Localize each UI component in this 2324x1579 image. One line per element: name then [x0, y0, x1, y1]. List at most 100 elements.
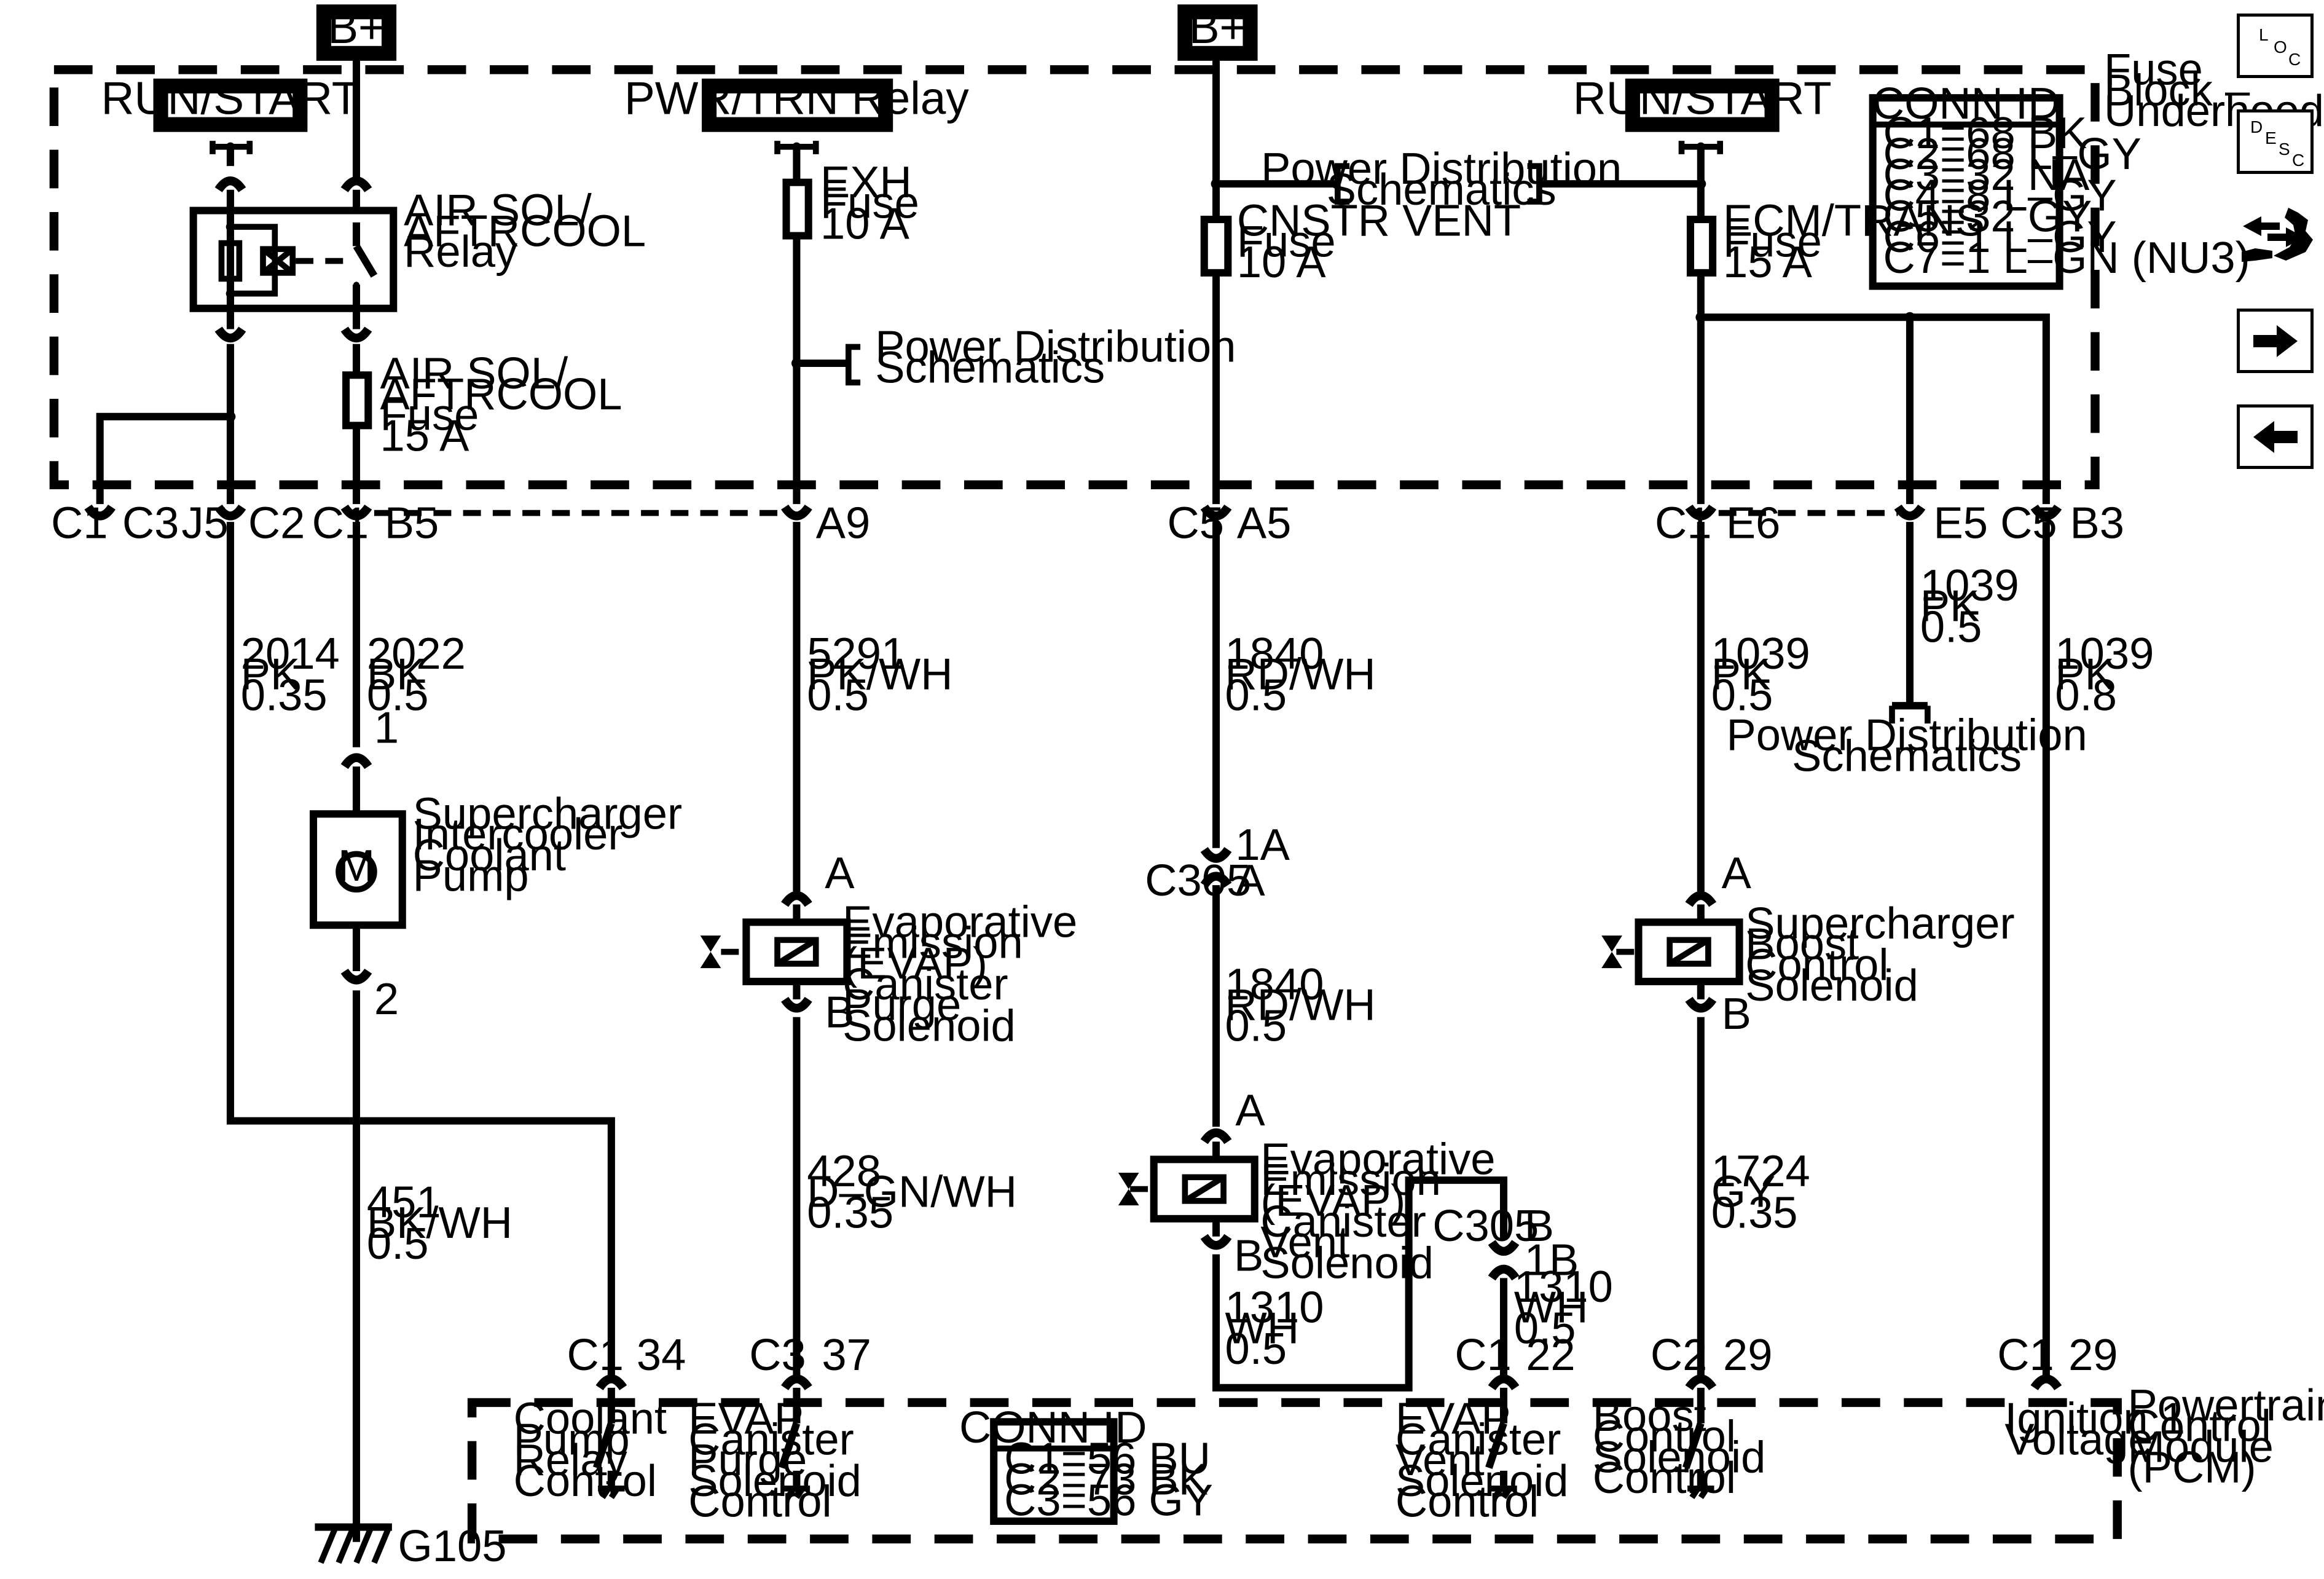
svg-text:C2: C2: [248, 498, 305, 548]
svg-text:Solenoid: Solenoid: [688, 1456, 862, 1506]
exh-fuse-label: EXH Fuse 10 A: [820, 157, 919, 249]
top-connector-labels: C1 C3 J5 C2 C1 B5 A9 C5 A5 C1 E6 E5 C5 B…: [51, 498, 2124, 548]
svg-text:451: 451: [367, 1177, 441, 1227]
air-sol-fuse-label: AIR SOL/ AFTRCOOL Fuse 15 A: [380, 348, 622, 460]
svg-text:1039: 1039: [2055, 629, 2154, 679]
svg-text:RUN/START: RUN/START: [101, 73, 359, 124]
power-distribution-ref-right: Power Distribution Schematics: [1727, 711, 2087, 781]
svg-text:Control: Control: [1593, 1412, 1736, 1462]
svg-text:Solenoid: Solenoid: [842, 1001, 1016, 1050]
connector-end-view-icon[interactable]: [2237, 202, 2317, 269]
svg-text:C3: C3: [122, 498, 179, 548]
cnstr-vent-fuse: [1200, 215, 1232, 277]
next-page-button[interactable]: [2237, 309, 2314, 373]
svg-text:Schematics: Schematics: [1792, 731, 2022, 781]
evap-purge-label: Evaporative Emission (EVAP) Canister Pur…: [842, 897, 1077, 1051]
svg-text:PK: PK: [241, 650, 300, 699]
b-plus-header-mid: B+: [1177, 1, 1258, 61]
svg-text:Fuse: Fuse: [1237, 216, 1336, 266]
svg-text:B5: B5: [385, 498, 439, 548]
pcm-boundary: [467, 1398, 2122, 1544]
svg-text:WH: WH: [1514, 1283, 1588, 1333]
svg-text:C1: C1: [312, 498, 369, 548]
relay-label: AIR SOL/ AFTRCOOL Relay: [404, 186, 646, 277]
svg-text:PK: PK: [1711, 650, 1771, 699]
conn-id-table-top: CONN ID C1=68 BK C2=68 L–GY C3=32 NA C4=…: [1869, 79, 2250, 290]
boost-control-solenoid: [1601, 904, 1739, 999]
svg-text:Canister: Canister: [842, 959, 1008, 1009]
svg-text:C2=73 BK: C2=73 BK: [1004, 1455, 1208, 1505]
svg-text:1840: 1840: [1225, 959, 1324, 1009]
svg-text:2022: 2022: [367, 629, 466, 679]
svg-text:1A: 1A: [1235, 820, 1290, 870]
svg-text:RD/WH: RD/WH: [1225, 980, 1376, 1030]
description-button[interactable]: D E S C: [2237, 109, 2314, 174]
evap-vent-solenoid: [1118, 1141, 1255, 1237]
svg-text:CONN ID: CONN ID: [959, 1403, 1147, 1452]
svg-text:CONN ID: CONN ID: [1872, 79, 2060, 128]
svg-text:0.5: 0.5: [1711, 670, 1773, 720]
exh-fuse: [782, 178, 812, 240]
wire-1840-lower-label: 1840 RD/WH 0.5: [1225, 959, 1376, 1051]
vent-pin-a: A: [1235, 1085, 1265, 1135]
svg-text:Pump: Pump: [413, 851, 529, 901]
svg-text:1039: 1039: [1711, 629, 1810, 679]
previous-page-button[interactable]: [2237, 404, 2314, 469]
svg-text:Canister: Canister: [688, 1414, 854, 1464]
location-button[interactable]: L O C: [2237, 14, 2314, 78]
wire-1039-mid-label: 1039 PK 0.5: [1920, 561, 2019, 652]
svg-text:PWR/TRN Relay: PWR/TRN Relay: [624, 73, 969, 124]
wire-2014-label: 2014 PK 0.35: [241, 629, 340, 720]
svg-text:B+: B+: [328, 1, 385, 53]
boost-pin-a: A: [1722, 848, 1752, 898]
svg-text:22: 22: [1526, 1330, 1576, 1380]
svg-text:Voltage: Voltage: [2004, 1414, 2153, 1464]
svg-text:428: 428: [807, 1146, 881, 1196]
top-connector-pins: [84, 504, 2062, 521]
svg-text:EVAP: EVAP: [1396, 1394, 1511, 1444]
svg-text:(EVAP): (EVAP): [1260, 1176, 1405, 1226]
svg-text:Canister: Canister: [1260, 1197, 1426, 1246]
svg-text:29: 29: [1723, 1330, 1773, 1380]
svg-text:Coolant: Coolant: [413, 830, 566, 880]
wire-1840-upper-label: 1840 RD/WH 0.5: [1225, 629, 1376, 720]
fuse-block-boundary: [49, 65, 2100, 490]
svg-text:PK/WH: PK/WH: [807, 650, 952, 699]
svg-text:EXH: EXH: [820, 157, 912, 207]
arrow-left-icon: [2253, 420, 2298, 453]
svg-text:Fuse: Fuse: [2104, 44, 2203, 94]
air-sol-aftrcool-relay: [189, 189, 398, 312]
svg-text:Evaporative: Evaporative: [842, 897, 1077, 947]
svg-text:Fuse: Fuse: [1723, 216, 1822, 266]
svg-text:5291: 5291: [807, 629, 906, 679]
svg-text:0.5: 0.5: [1920, 602, 1982, 652]
power-distribution-ground-symbol: [1889, 702, 1931, 724]
svg-text:A5: A5: [1237, 498, 1292, 548]
svg-text:Canister: Canister: [1396, 1414, 1561, 1464]
relay-feed-symbol: [210, 141, 253, 167]
svg-text:Supercharger: Supercharger: [1745, 899, 2014, 948]
wire-1039-right-label: 1039 PK 0.8: [2055, 629, 2154, 720]
wire-451-label: 451 BK/WH 0.5: [367, 1177, 512, 1269]
svg-text:Vent: Vent: [1260, 1218, 1349, 1267]
svg-text:C5=32 GY: C5=32 GY: [1883, 191, 2092, 241]
svg-text:Purge: Purge: [688, 1435, 807, 1485]
ecm-trans-fuse-label: ECM/TRANS Fuse 15 A: [1723, 196, 1985, 288]
cnstr-vent-fuse-label: CNSTR VENT Fuse 10 A: [1237, 196, 1521, 288]
coolant-pump: M: [309, 810, 406, 929]
ground-g105-icon: [315, 1523, 392, 1564]
svg-text:Power Distribution: Power Distribution: [875, 322, 1236, 372]
c305-inline-bottom: C305 B 1B: [1432, 1201, 1579, 1285]
wire-1310-right-label: 1310 WH 0.5: [1514, 1262, 1613, 1353]
svg-text:Relay: Relay: [514, 1435, 628, 1485]
svg-text:29: 29: [2068, 1330, 2118, 1380]
svg-text:0.35: 0.35: [807, 1187, 893, 1237]
wire-1724-label: 1724 GY 0.35: [1711, 1146, 1810, 1238]
desc-letter-e: E: [2265, 128, 2277, 148]
svg-text:RUN/START: RUN/START: [1573, 73, 1832, 124]
pump-label: Supercharger Intercooler Coolant Pump: [413, 789, 682, 900]
pcm-label: Powertrain Control Module (PCM): [2128, 1380, 2324, 1492]
boost-solenoid-label: Supercharger Boost Control Solenoid: [1745, 899, 2014, 1010]
svg-text:0.5: 0.5: [367, 670, 429, 720]
svg-text:AIR SOL/: AIR SOL/: [404, 186, 592, 235]
